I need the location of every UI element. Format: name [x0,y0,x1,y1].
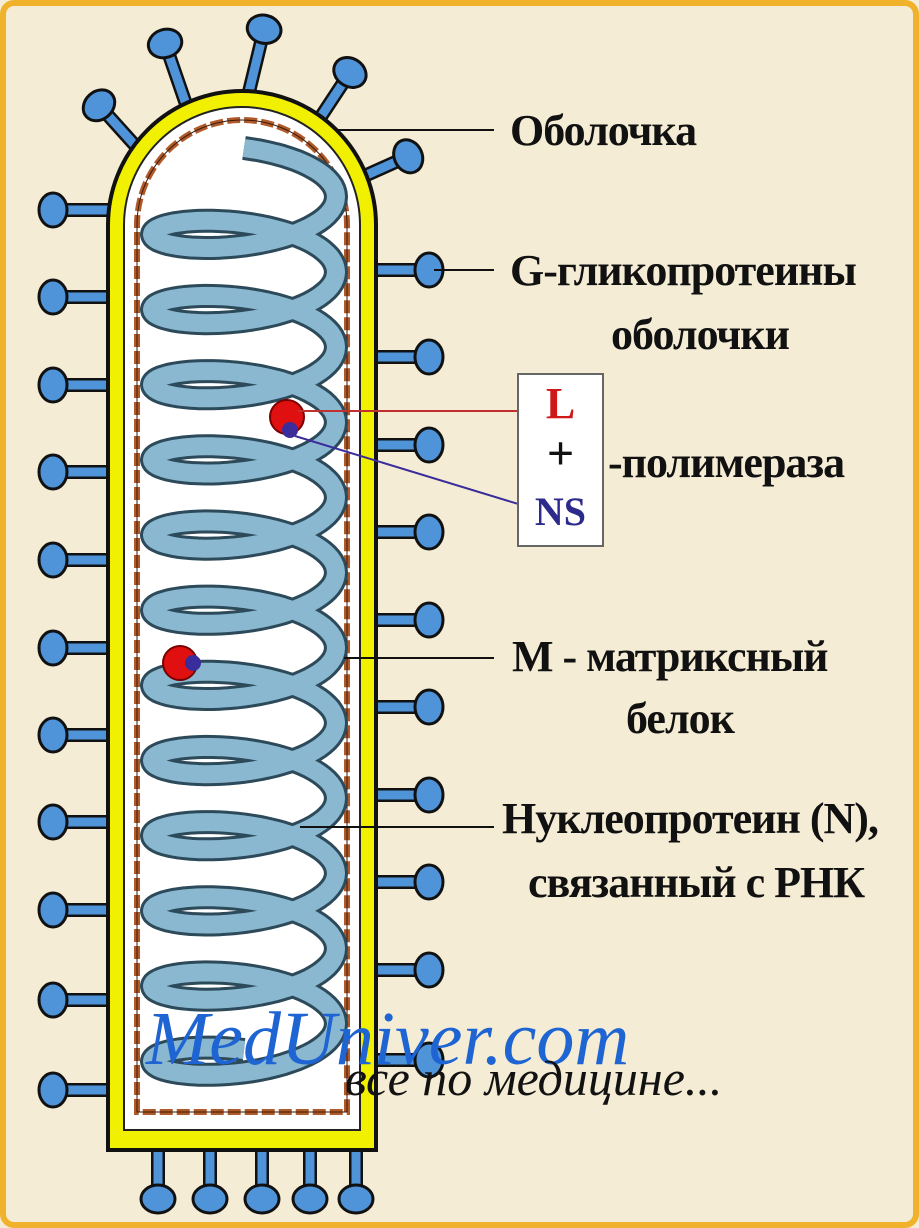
spike-icon [39,543,110,577]
watermark-tagline: все по медицине... [345,1048,722,1108]
polymerase-plus-label: + [519,429,602,479]
spike-icon [39,280,110,314]
polymerase-suffix-label: -полимераза [608,436,844,490]
nucleoprotein-label-line2: связанный с РНК [528,856,864,910]
spike-icon [374,340,443,374]
polymerase-NS-label: NS [519,487,602,537]
spike-icon [320,51,372,118]
glycoprotein-label-line1: G-гликопротеины [510,244,856,298]
spike-icon [374,690,443,724]
spike-icon [39,983,110,1017]
spike-icon [374,515,443,549]
spike-icon [374,865,443,899]
spike-icon [39,631,110,665]
spike-icon [374,428,443,462]
spike-icon [39,368,110,402]
spike-icon [39,1073,110,1107]
spike-icon [339,1148,373,1213]
spike-icon [141,1148,175,1213]
spike-icon [39,455,110,489]
spike-icon [374,603,443,637]
spike-icon [39,893,110,927]
spike-icon [193,1148,227,1213]
spike-icon [39,193,110,227]
spike-icon [244,12,284,96]
spike-icon [144,25,188,110]
spike-icon [245,1148,279,1213]
spike-icon [293,1148,327,1213]
polymerase-box: L + NS [517,373,604,547]
spike-icon [360,135,428,178]
matrix-label-line2: белок [580,692,780,746]
spike-icon [374,778,443,812]
spike-icon [374,253,443,287]
spike-icon [39,718,110,752]
polymerase-L-label: L [519,379,602,429]
nucleoprotein-label-line1: Нуклеопротеин (N), [502,792,878,846]
envelope-label: Оболочка [510,104,696,158]
glycoprotein-label-line2: оболочки [590,308,810,362]
spike-icon [39,805,110,839]
spike-icon [374,953,443,987]
matrix-label-line1: М - матриксный [512,630,828,684]
